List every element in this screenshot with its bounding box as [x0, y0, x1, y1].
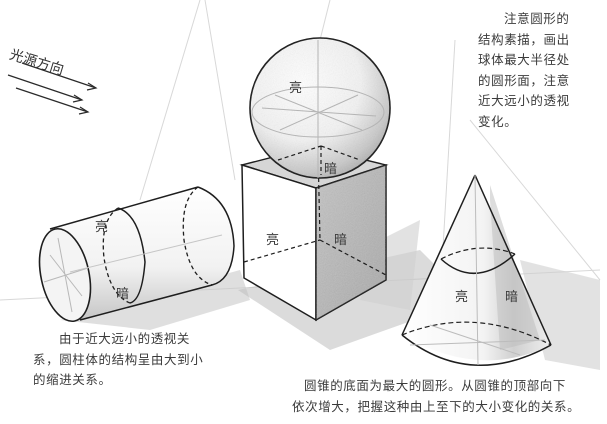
cylinder-note-line: 系，圆柱体的结构呈由大到小	[33, 351, 204, 367]
cube-dark-label: 暗	[334, 233, 348, 248]
light-direction-arrows	[7, 62, 98, 115]
cylinder-note-line: 的缩进关系。	[33, 372, 112, 387]
cone-note: 圆锥的底面为最大的圆形。从圆锥的顶部向下 依次增大，把握这种由上至下的大小变化的…	[292, 376, 602, 417]
cylinder-note-line: 由于近大远小的透视关	[59, 331, 191, 346]
sphere-note-line: 注意圆形的	[504, 11, 570, 26]
sphere	[249, 37, 391, 179]
sphere-light-label: 亮	[289, 81, 303, 96]
sphere-note-line: 的圆形面，注意	[478, 72, 570, 88]
sphere-note-line: 近大远小的透视	[478, 93, 570, 108]
cylinder-note: 由于近大远小的透视关 系，圆柱体的结构呈由大到小 的缩进关系。	[33, 329, 283, 391]
sphere-dark-label: 暗	[324, 162, 338, 177]
cone	[401, 174, 552, 366]
cylinder-light-label: 亮	[95, 220, 109, 235]
cube-light-label: 亮	[266, 233, 280, 248]
cone-light-label: 亮	[455, 290, 469, 305]
cone-note-line: 依次增大，把握这种由上至下的大小变化的关系。	[292, 398, 581, 414]
cone-dark-label: 暗	[505, 290, 519, 305]
sphere-note-line: 结构素描，画出	[478, 31, 570, 47]
sphere-note-line: 变化。	[478, 113, 518, 129]
cylinder	[38, 186, 235, 323]
cone-note-line: 圆锥的底面为最大的圆形。从圆锥的顶部向下	[304, 378, 567, 393]
cylinder-dark-label: 暗	[116, 287, 130, 302]
sphere-note-line: 球体最大半径处	[478, 52, 570, 67]
sphere-note: 注意圆形的 结构素描，画出 球体最大半径处 的圆形面，注意 近大远小的透视 变化…	[478, 9, 600, 132]
